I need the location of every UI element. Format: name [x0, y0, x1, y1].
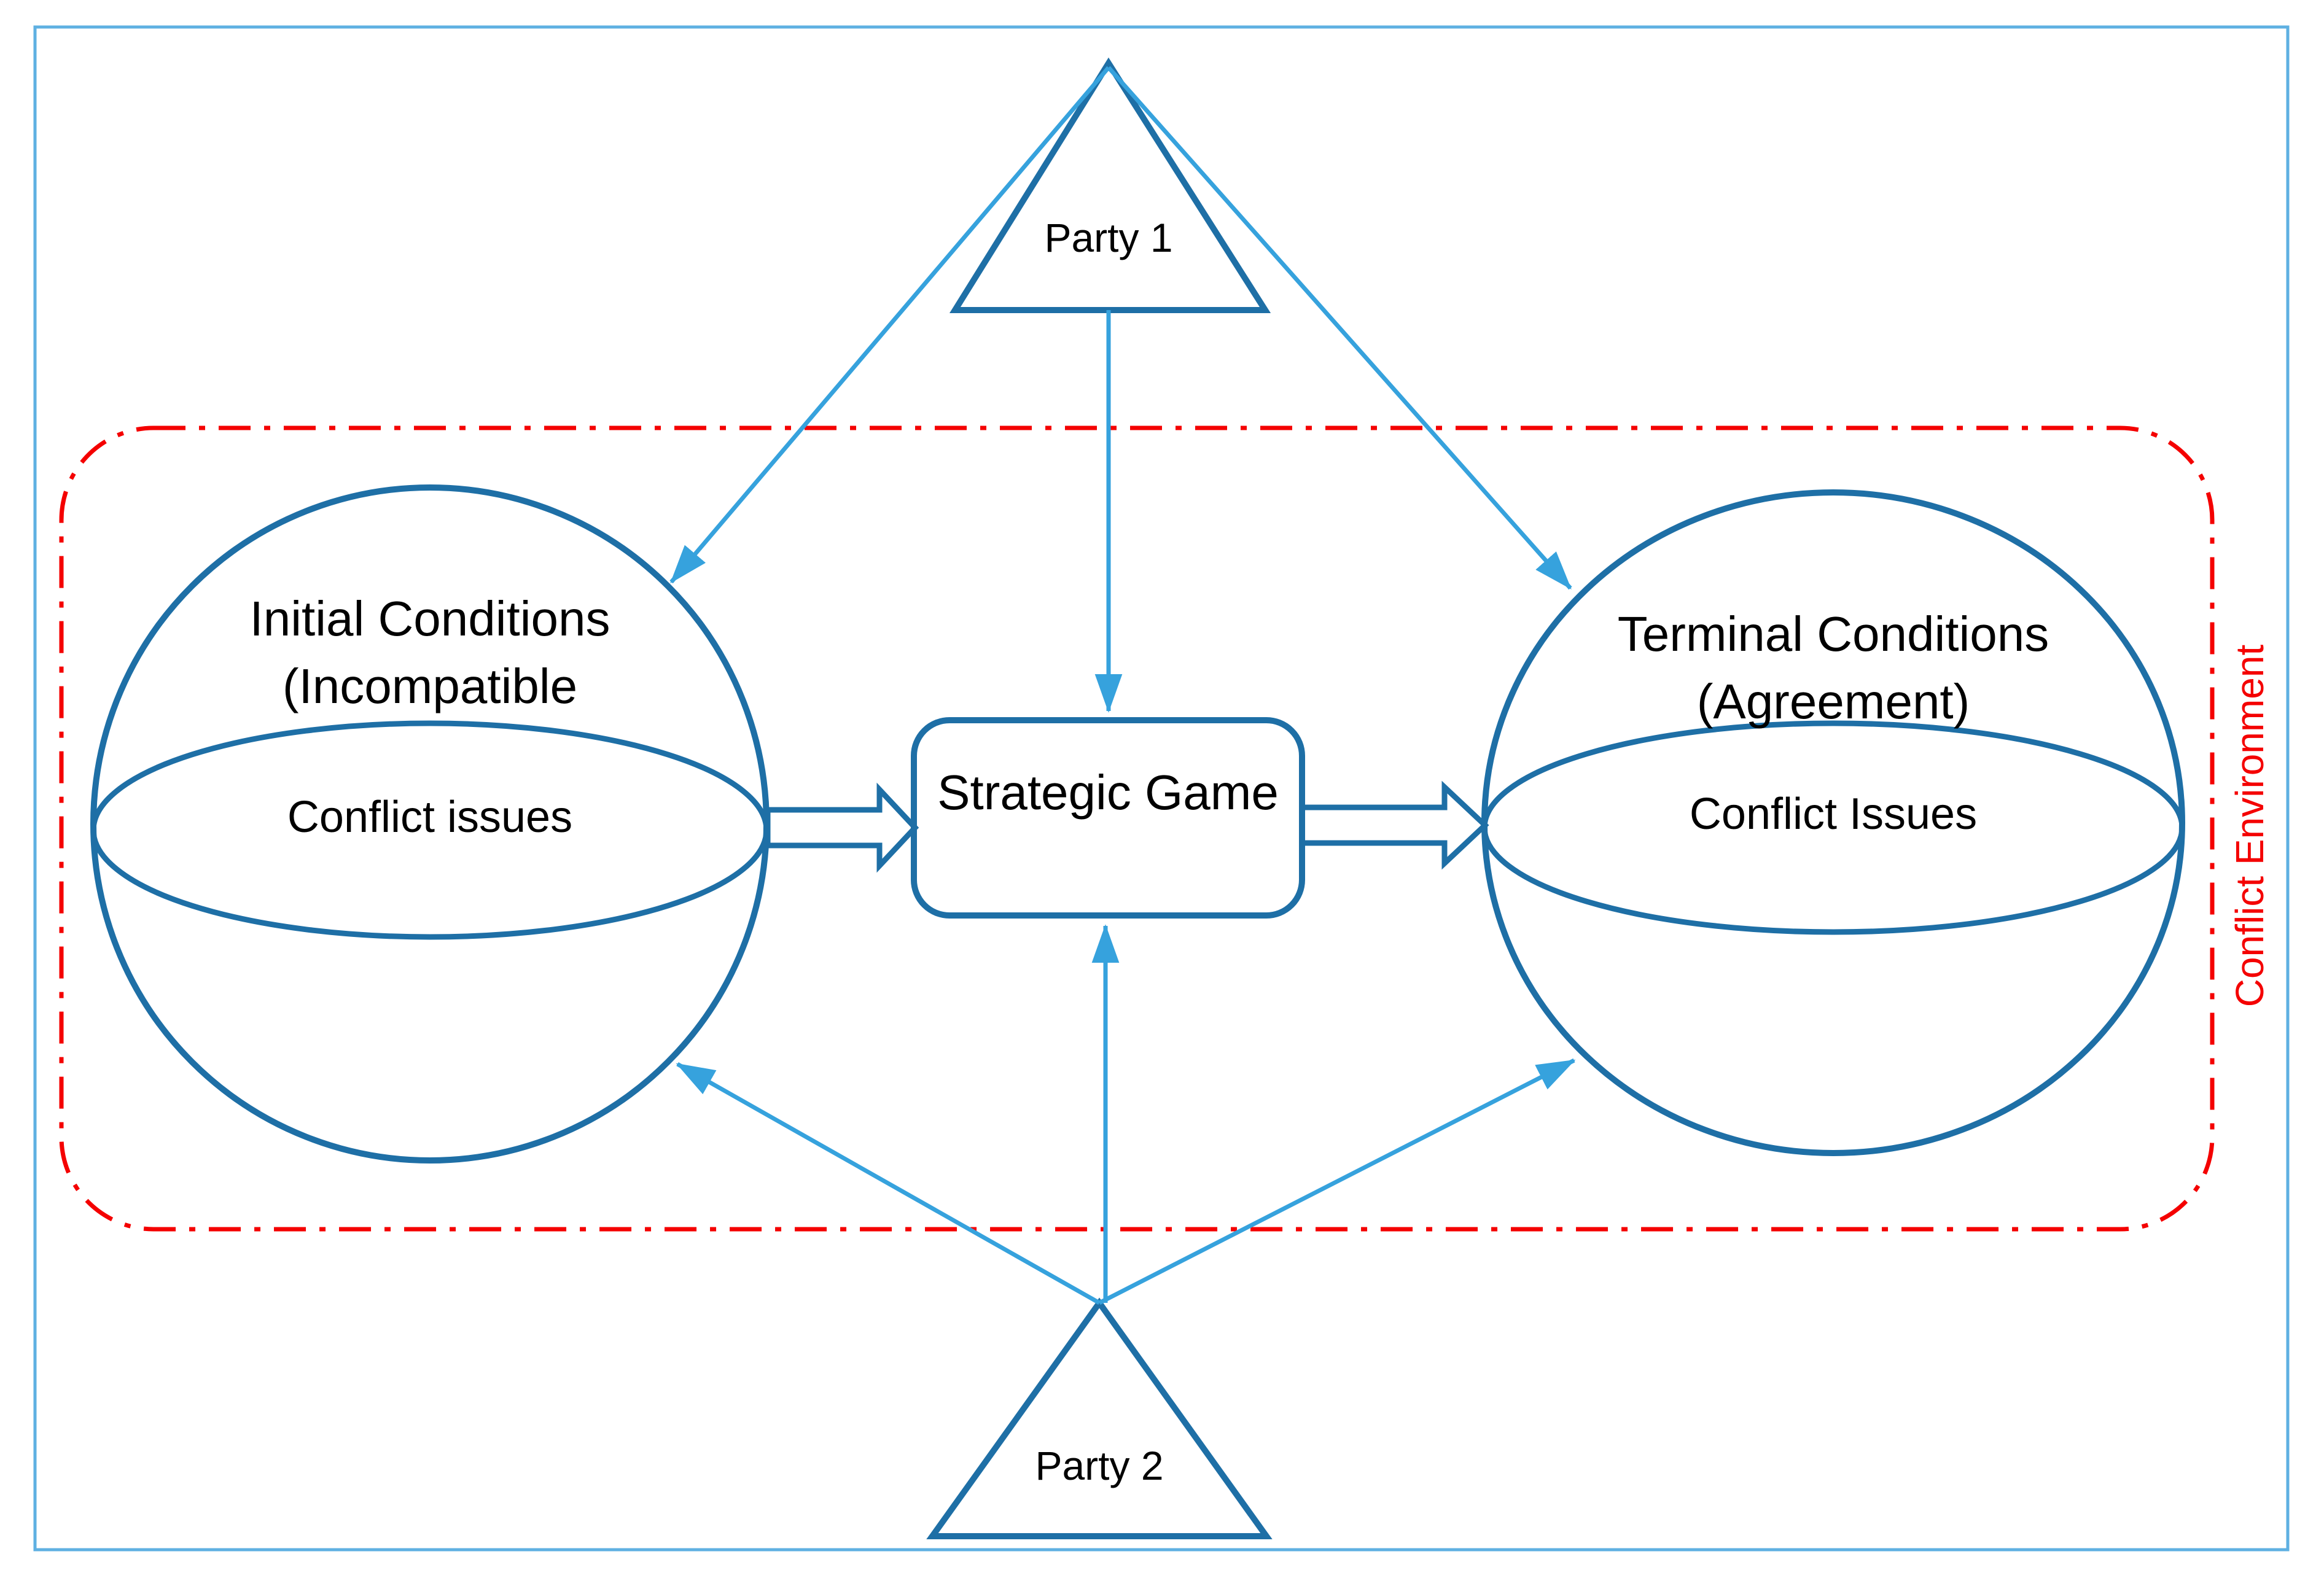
terminal-conditions-title-line1: Terminal Conditions: [1618, 607, 2049, 661]
terminal-conditions-sphere: Terminal Conditions (Agreement) Conflict…: [1481, 489, 2185, 1156]
party2-label: Party 2: [1035, 1443, 1163, 1488]
page-frame: [33, 25, 2290, 1552]
initial-conflict-issues-label: Conflict issues: [287, 793, 572, 842]
arrow-party2-to-initial: [676, 1062, 1101, 1305]
party2-node: Party 2: [926, 1297, 1273, 1539]
arrow-party1-to-terminal: [1107, 66, 1572, 590]
terminal-conflict-issues-label: Conflict Issues: [1690, 790, 1977, 839]
conflict-environment-label: Conflict Environment: [2228, 645, 2272, 1008]
party1-triangle: [949, 57, 1271, 313]
block-arrow-game-to-terminal: [1299, 780, 1489, 870]
strategic-game-node: Strategic Game: [911, 717, 1305, 919]
arrow-party2-to-terminal: [1098, 1058, 1576, 1305]
initial-conflict-issues-ellipse: [90, 720, 770, 940]
initial-conditions-sphere: Initial Conditions (Incompatible Conflic…: [90, 484, 770, 1164]
block-arrow-initial-to-game: [765, 782, 919, 873]
initial-conditions-title-line1: Initial Conditions: [250, 591, 610, 646]
strategic-game-box: [911, 717, 1305, 919]
party2-triangle: [926, 1297, 1273, 1539]
strategic-game-label: Strategic Game: [937, 765, 1279, 820]
terminal-conditions-title-line2: (Agreement): [1697, 674, 1970, 729]
arrow-party1-to-initial: [669, 66, 1110, 584]
conflict-environment-boundary: [59, 425, 2215, 1232]
party1-label: Party 1: [1044, 215, 1172, 260]
initial-conditions-title-line2: (Incompatible: [283, 659, 577, 713]
party1-node: Party 1: [949, 57, 1271, 313]
terminal-conflict-issues-ellipse: [1481, 720, 2185, 935]
